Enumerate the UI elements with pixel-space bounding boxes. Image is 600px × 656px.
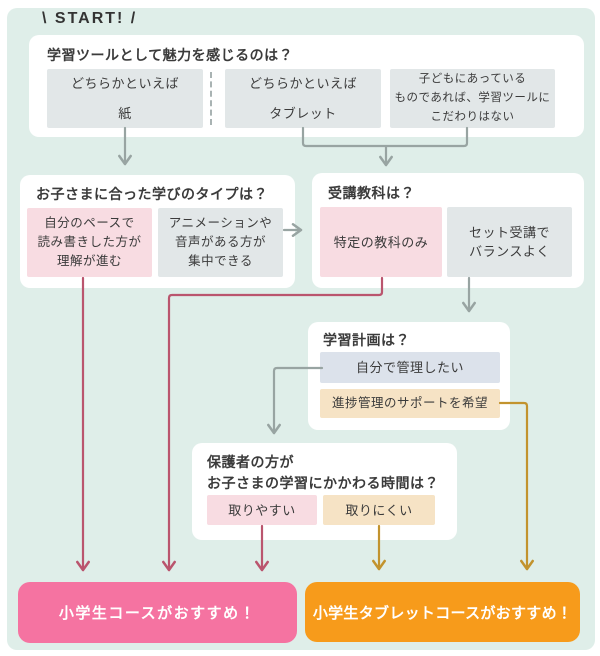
option-tablet: どちらかといえば タブレット bbox=[225, 69, 381, 128]
option-label-line: 自分で管理したい bbox=[355, 360, 464, 375]
start-label: \ START! / bbox=[42, 10, 138, 27]
option-specific-subjects: 特定の教科のみ bbox=[320, 207, 442, 277]
question-card-learning-type: お子さまに合った学びのタイプは？ 自分のペースで 読み書きした方が 理解が進む … bbox=[20, 175, 295, 288]
question-text-learning-type: お子さまに合った学びのタイプは？ bbox=[36, 186, 268, 202]
question-text-subjects: 受講教科は？ bbox=[328, 185, 415, 201]
question-card-parent-time: 保護者の方が お子さまの学習にかかわる時間は？ 取りやすい 取りにくい bbox=[192, 443, 457, 540]
option-label-line: 取りやすい bbox=[228, 502, 296, 518]
option-label-line: 集中できる bbox=[188, 254, 253, 268]
option-time-hard: 取りにくい bbox=[323, 495, 435, 525]
option-time-easy: 取りやすい bbox=[207, 495, 317, 525]
option-label-line: 自分のペースで bbox=[44, 216, 135, 230]
option-label-line: セット受講で bbox=[468, 225, 550, 240]
option-label-line: 紙 bbox=[118, 105, 132, 121]
option-progress-support: 進捗管理のサポートを希望 bbox=[320, 389, 500, 418]
question-card-study-plan: 学習計画は？ 自分で管理したい 進捗管理のサポートを希望 bbox=[308, 322, 510, 430]
option-label-line: 読み書きした方が bbox=[37, 235, 142, 249]
question-line: お子さまの学習にかかわる時間は？ bbox=[207, 475, 439, 491]
option-label-line: 音声がある方が bbox=[174, 235, 266, 249]
option-divider bbox=[210, 72, 212, 125]
option-label-line: どちらかといえば bbox=[70, 75, 179, 91]
option-label-line: 進捗管理のサポートを希望 bbox=[331, 396, 488, 410]
option-label-line: アニメーションや bbox=[168, 216, 273, 230]
option-paper: どちらかといえば 紙 bbox=[47, 69, 203, 128]
question-text-study-plan: 学習計画は？ bbox=[323, 332, 410, 348]
option-self-manage: 自分で管理したい bbox=[320, 352, 500, 383]
option-label-line: タブレット bbox=[269, 105, 337, 121]
option-own-pace: 自分のペースで 読み書きした方が 理解が進む bbox=[27, 208, 152, 277]
option-set-subjects: セット受講で バランスよく bbox=[447, 207, 572, 277]
option-label-line: 特定の教科のみ bbox=[333, 234, 429, 250]
option-label-line: 取りにくい bbox=[345, 502, 413, 518]
option-label-line: バランスよく bbox=[469, 244, 550, 259]
question-text-parent-time: 保護者の方が お子さまの学習にかかわる時間は？ bbox=[207, 452, 457, 494]
result-paper-course: 小学生コースがおすすめ！ bbox=[18, 582, 297, 643]
question-card-subjects: 受講教科は？ 特定の教科のみ セット受講で バランスよく bbox=[312, 173, 584, 288]
question-card-learning-tool: 学習ツールとして魅力を感じるのは？ どちらかといえば 紙 どちらかといえば タブ… bbox=[29, 35, 584, 137]
option-no-preference: 子どもにあっている ものであれば、学習ツールに こだわりはない bbox=[390, 69, 555, 128]
option-animation: アニメーションや 音声がある方が 集中できる bbox=[158, 208, 283, 277]
question-text-learning-tool: 学習ツールとして魅力を感じるのは？ bbox=[47, 47, 294, 63]
option-label-line: どちらかといえば bbox=[248, 75, 357, 91]
result-tablet-course: 小学生タブレットコースがおすすめ！ bbox=[305, 582, 580, 642]
option-label-line: 理解が進む bbox=[56, 254, 122, 268]
option-label-line: こだわりはない bbox=[430, 111, 515, 123]
option-label-line: 子どもにあっている bbox=[418, 73, 527, 85]
result-label: 小学生タブレットコースがおすすめ！ bbox=[312, 604, 573, 622]
result-label: 小学生コースがおすすめ！ bbox=[58, 605, 257, 622]
option-label-line: ものであれば、学習ツールに bbox=[394, 92, 551, 104]
question-line: 保護者の方が bbox=[207, 454, 294, 470]
